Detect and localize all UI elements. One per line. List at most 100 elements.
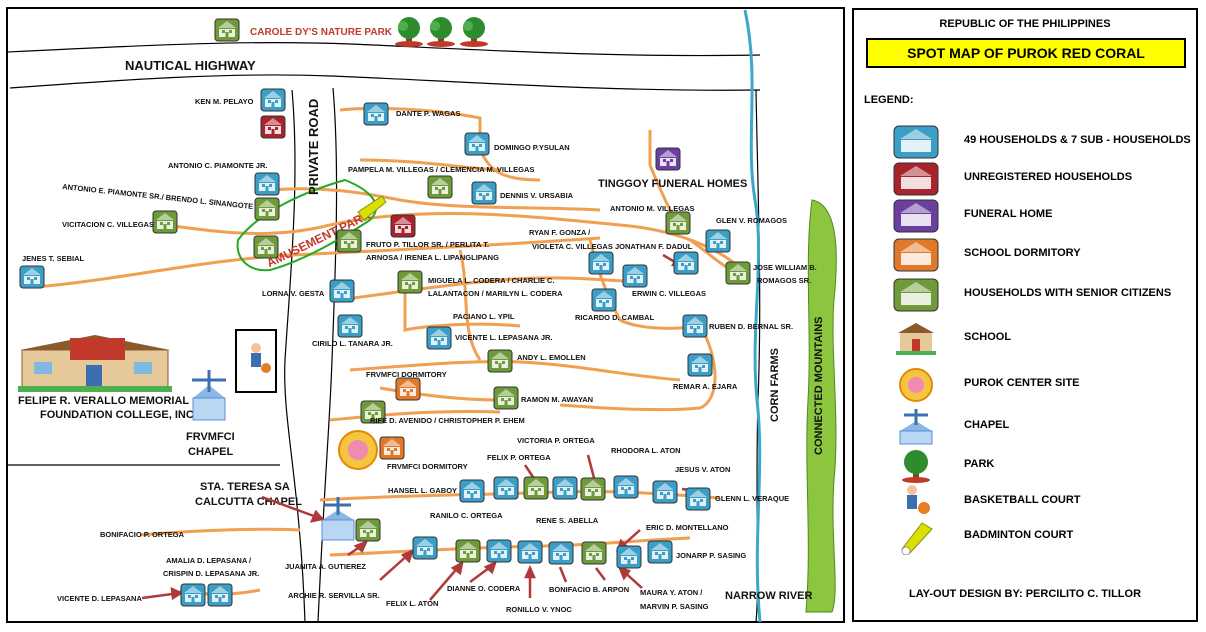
chapel-icon [321, 497, 355, 541]
school-icon [896, 323, 936, 355]
household-label: FRVMFCI DORMITORY [366, 370, 447, 379]
house-icon[interactable] [552, 476, 578, 500]
house-icon[interactable] [705, 229, 731, 253]
household-label: CRISPIN D. LEPASANA JR. [163, 569, 259, 578]
house-icon[interactable] [426, 326, 452, 350]
house-icon[interactable] [588, 251, 614, 275]
household-label: FELIX P. ORTEGA [487, 453, 551, 462]
household-label: DENNIS V. URSABIA [500, 191, 574, 200]
house-icon[interactable] [487, 349, 513, 373]
legend-heading: LEGEND: [864, 94, 914, 106]
household-label: REMAR A. EJARA [673, 382, 738, 391]
house-icon[interactable] [395, 377, 421, 401]
house-icon[interactable] [390, 214, 416, 238]
house-icon[interactable] [207, 583, 233, 607]
house-icon[interactable] [517, 540, 543, 564]
household-label: RONILLO V. YNOC [506, 605, 572, 614]
household-label: PACIANO L. YPIL [453, 312, 515, 321]
private-road-label: PRIVATE ROAD [306, 99, 321, 195]
household-label: PAMPELA M. VILLEGAS / CLEMENCIA M. VILLE… [348, 165, 534, 174]
house-icon[interactable] [471, 181, 497, 205]
household-label: CIRILO L. TANARA JR. [312, 339, 393, 348]
house-icon[interactable] [329, 279, 355, 303]
highway-label: NAUTICAL HIGHWAY [125, 58, 256, 73]
household-label: DOMINGO P.YSULAN [494, 143, 570, 152]
house-icon[interactable] [253, 235, 279, 259]
household-label: ERWIN C. VILLEGAS [632, 289, 706, 298]
legend-item-senior: HOUSEHOLDS WITH SENIOR CITIZENS [892, 277, 1192, 313]
house-icon[interactable] [687, 353, 713, 377]
legend-label: SCHOOL [964, 331, 1012, 343]
sta-teresa-line2: CALCUTTA CHAPEL [195, 496, 302, 508]
house-icon[interactable] [427, 175, 453, 199]
house-icon [893, 162, 939, 196]
legend-item-park: PARK [892, 448, 1192, 484]
river-label: NARROW RIVER [725, 590, 812, 602]
house-icon[interactable] [180, 583, 206, 607]
house-icon[interactable] [336, 229, 362, 253]
household-label: RENE S. ABELLA [536, 516, 599, 525]
house-icon[interactable] [486, 539, 512, 563]
house-icon[interactable] [523, 476, 549, 500]
household-label: JENES T. SEBIAL [22, 254, 85, 263]
house-icon[interactable] [397, 270, 423, 294]
house-icon[interactable] [725, 261, 751, 285]
house-icon[interactable] [493, 386, 519, 410]
house-icon[interactable] [493, 476, 519, 500]
household-label: ANDY L. EMOLLEN [517, 353, 586, 362]
house-icon[interactable] [655, 147, 681, 171]
house-icon[interactable] [254, 172, 280, 196]
house-icon[interactable] [682, 314, 708, 338]
house-icon[interactable] [459, 479, 485, 503]
house-icon[interactable] [19, 265, 45, 289]
legend-item-badminton: BADMINTON COURT [892, 519, 1192, 555]
house-icon[interactable] [363, 102, 389, 126]
household-label: RUBEN D. BERNAL SR. [709, 322, 793, 331]
household-label: RHODORA L. ATON [611, 446, 681, 455]
legend-label: BADMINTON COURT [964, 529, 1074, 541]
spot-map: AMUSEMENT PARK CAROLE DY'S NATURE PARK N… [6, 7, 845, 623]
household-label: DIANNE O. CODERA [447, 584, 521, 593]
school-icon [18, 335, 172, 392]
household-label: FRVMFCI DORMITORY [387, 462, 468, 471]
house-icon[interactable] [647, 540, 673, 564]
house-icon[interactable] [652, 480, 678, 504]
layout-credit: LAY-OUT DESIGN BY: PERCILITO C. TILLOR [908, 588, 1142, 600]
house-icon [893, 125, 939, 159]
house-icon[interactable] [254, 197, 280, 221]
house-icon[interactable] [591, 288, 617, 312]
house-icon[interactable] [355, 518, 381, 542]
house-icon[interactable] [379, 436, 405, 460]
household-label: JESUS V. ATON [675, 465, 730, 474]
house-icon[interactable] [337, 314, 363, 338]
house-icon[interactable] [464, 132, 490, 156]
household-label: MIGUELA L. CODERA / CHARLIE C. [428, 276, 555, 285]
purok-center-icon [899, 368, 933, 402]
house-icon[interactable] [622, 264, 648, 288]
house-icon[interactable] [260, 88, 286, 112]
chapel-icon [192, 370, 226, 421]
basketball-court-icon [235, 329, 277, 393]
house-icon[interactable] [685, 487, 711, 511]
household-label: VICENTE D. LEPASANA [57, 594, 142, 603]
household-label: RICARDO D. CAMBAL [575, 313, 655, 322]
household-label: MARVIN P. SASING [640, 602, 709, 611]
shuttlecock-icon [357, 195, 387, 221]
house-icon[interactable] [616, 545, 642, 569]
house-icon[interactable] [412, 536, 438, 560]
legend-label: FUNERAL HOME [964, 208, 1053, 220]
household-label: GLENN L. VERAQUE [715, 494, 789, 503]
house-icon[interactable] [580, 477, 606, 501]
house-icon[interactable] [673, 251, 699, 275]
household-label: JONARP P. SASING [676, 551, 746, 560]
house-icon[interactable] [581, 541, 607, 565]
house-icon[interactable] [455, 539, 481, 563]
household-label: ANTONIO C. PIAMONTE JR. [168, 161, 267, 170]
household-label: RYAN F. GONZA / [529, 228, 591, 237]
legend-item-chapel: CHAPEL [892, 409, 1192, 445]
house-icon[interactable] [548, 541, 574, 565]
house-icon[interactable] [613, 475, 639, 499]
house-icon[interactable] [152, 210, 178, 234]
house-icon[interactable] [665, 211, 691, 235]
house-icon[interactable] [260, 115, 286, 139]
